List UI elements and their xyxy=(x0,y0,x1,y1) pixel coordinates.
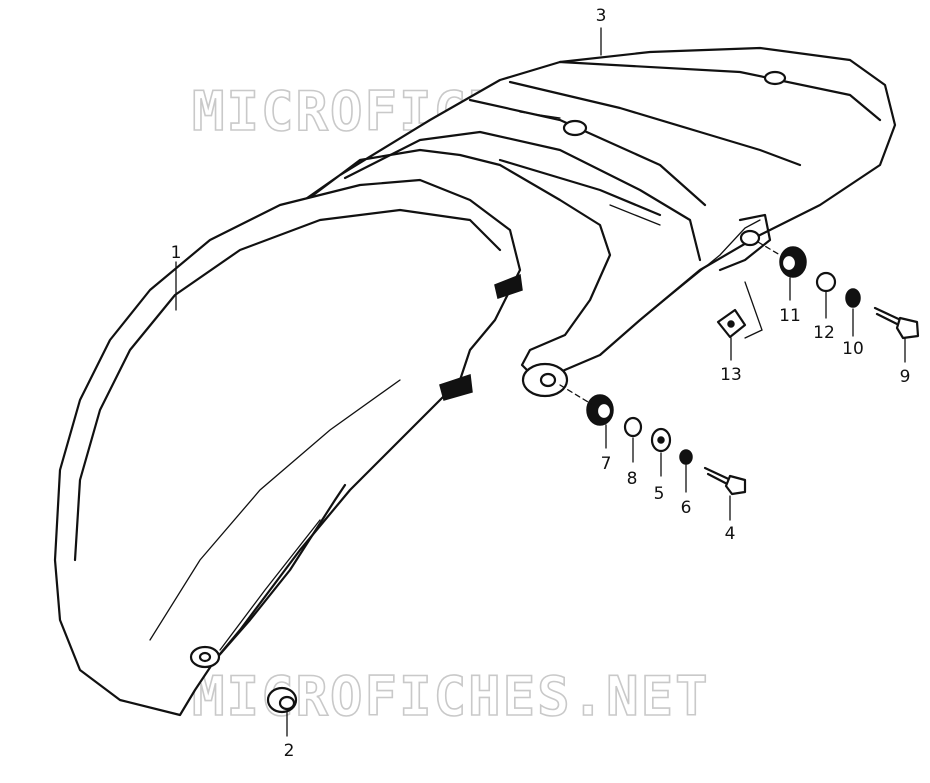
callout-1: 1 xyxy=(171,243,182,263)
callout-4: 4 xyxy=(725,524,736,544)
callout-11: 11 xyxy=(779,306,801,326)
part-4-bolt xyxy=(703,466,747,496)
part-1-fender xyxy=(53,178,523,717)
callout-6: 6 xyxy=(681,498,692,518)
part-12-collar xyxy=(815,271,837,293)
callout-13: 13 xyxy=(720,365,742,385)
callout-8: 8 xyxy=(627,469,638,489)
part-13-washer xyxy=(716,281,763,339)
callout-7: 7 xyxy=(601,454,612,474)
callout-2: 2 xyxy=(284,741,295,761)
callout-3: 3 xyxy=(596,6,607,26)
part-3-bracket xyxy=(288,46,897,398)
part-5-washer xyxy=(650,427,672,453)
callout-9: 9 xyxy=(900,367,911,387)
part-9-bolt xyxy=(873,306,920,340)
part-6-lockwasher xyxy=(679,449,693,465)
part-8-collar xyxy=(623,416,643,438)
callout-5: 5 xyxy=(654,484,665,504)
part-10-lockwasher xyxy=(845,288,861,308)
part-2-grommet xyxy=(266,686,298,714)
callout-10: 10 xyxy=(842,339,864,359)
callout-12: 12 xyxy=(813,323,835,343)
part-11-rubber xyxy=(779,246,807,278)
part-7-rubber xyxy=(586,394,614,426)
